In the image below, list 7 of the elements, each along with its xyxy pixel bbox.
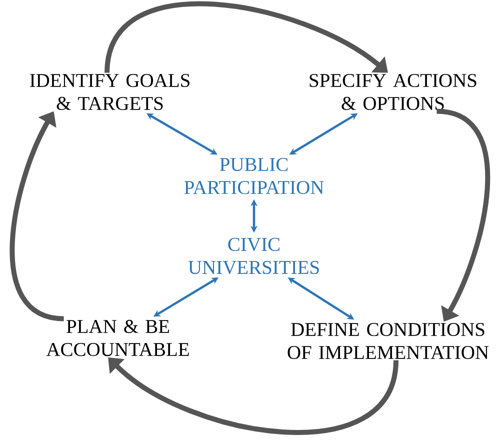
step-label: PLAN & BE ACCOUNTABLE: [46, 320, 189, 356]
hub-label: CIVIC UNIVERSITIES: [188, 238, 319, 274]
step-label: SPECIFY ACTIONS & OPTIONS: [310, 74, 476, 110]
arrow: [104, 2, 388, 74]
step-label: DEFINE CONDITIONS OF IMPLEMENTATION: [288, 322, 489, 360]
step-label: IDENTIFY GOALS & TARGETS: [30, 74, 190, 110]
hub-label: PUBLIC PARTICIPATION: [184, 158, 324, 194]
